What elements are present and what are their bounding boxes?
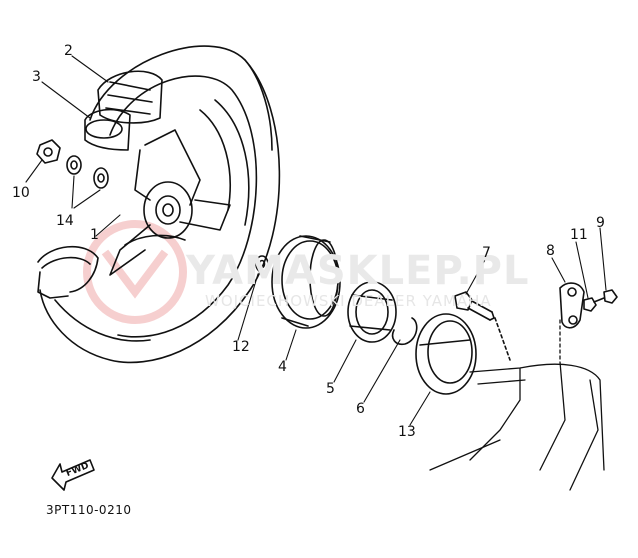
callout-9: 9: [596, 215, 605, 231]
callout-4: 4: [278, 359, 287, 375]
callout-6: 6: [356, 401, 365, 417]
callout-11: 11: [570, 227, 588, 243]
watermark-tagline: WOJCIECHOWSKI DEALER YAMAHA: [205, 292, 492, 310]
swingarm-section: [429, 319, 605, 491]
callout-13: 13: [398, 424, 416, 440]
watermark-logo: [83, 220, 187, 324]
callout-12: 12: [232, 339, 250, 355]
callout-leader-lines: [25, 55, 607, 426]
bolt: [454, 291, 511, 361]
arm-nut: [583, 297, 597, 312]
drawing-code: 3PT110-0210: [46, 503, 132, 517]
rim-and-hub: [109, 99, 250, 276]
valve-and-tube-label: [84, 70, 163, 151]
brake-arm: [559, 282, 585, 329]
callout-14: 14: [56, 213, 74, 229]
brake-shoe-assembly: [347, 281, 397, 343]
axle-nut: [36, 139, 61, 164]
callout-2: 2: [64, 43, 73, 59]
circlip: [391, 317, 418, 346]
tire: [39, 45, 281, 364]
collar: [255, 255, 269, 273]
callout-7: 7: [482, 245, 491, 261]
watermark-brand: YAMASKLEP.PL: [186, 248, 530, 294]
callout-3: 3: [32, 69, 41, 85]
callout-1: 1: [90, 227, 99, 243]
tire-cutaway: [37, 245, 99, 299]
brake-plate: [415, 313, 477, 395]
brake-drum: [271, 235, 341, 329]
callout-8: 8: [546, 243, 555, 259]
fwd-arrow-icon: [51, 459, 95, 491]
callout-10: 10: [12, 185, 30, 201]
washers: [66, 155, 109, 189]
callout-5: 5: [326, 381, 335, 397]
arm-bolt: [593, 289, 618, 304]
